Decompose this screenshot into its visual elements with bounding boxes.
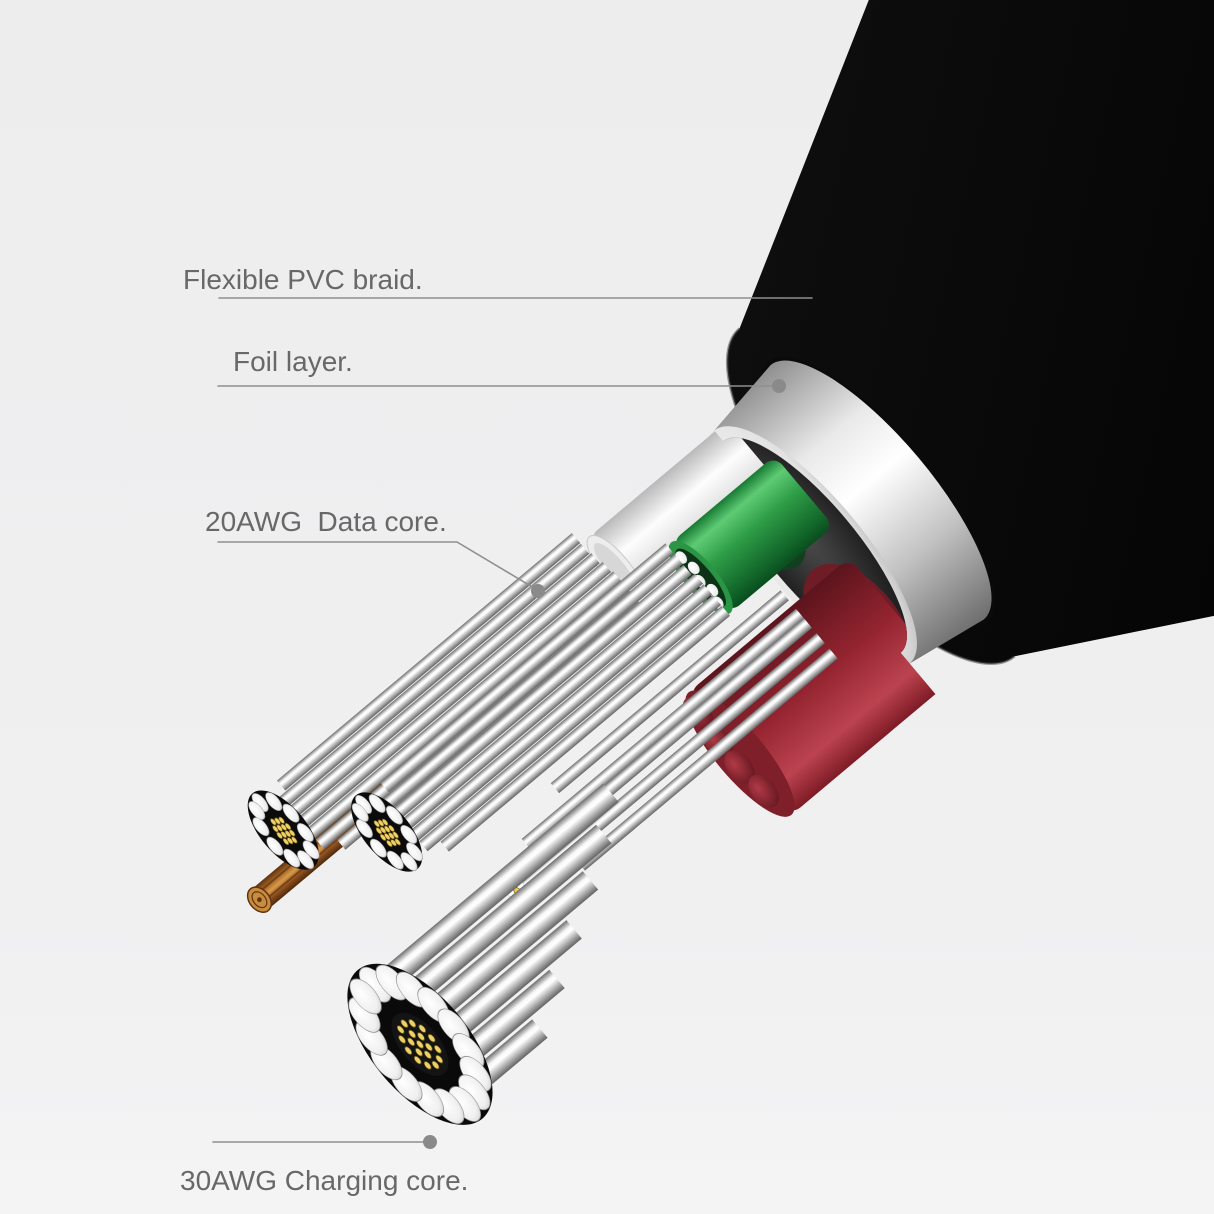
data-core-leader-dot xyxy=(531,584,545,598)
annotations: Flexible PVC braid. Foil layer. 20AWG Da… xyxy=(180,264,813,1196)
label-charging-core: 30AWG Charging core. xyxy=(180,1135,468,1196)
charging-core-label-text: 30AWG Charging core. xyxy=(180,1165,468,1196)
braid-label-text: Flexible PVC braid. xyxy=(183,264,423,295)
label-foil: Foil layer. xyxy=(217,346,786,393)
strand-group-b xyxy=(377,543,731,852)
label-braid: Flexible PVC braid. xyxy=(183,264,813,299)
data-core-leader-line xyxy=(217,541,535,589)
label-data-core: 20AWG Data core. xyxy=(205,506,545,598)
inner-wires xyxy=(234,425,947,1146)
foil-leader-dot xyxy=(772,379,786,393)
data-core-label-text: 20AWG Data core. xyxy=(205,506,447,537)
foil-label-text: Foil layer. xyxy=(233,346,353,377)
charging-core-leader-dot xyxy=(423,1135,437,1149)
charging-core xyxy=(317,783,619,1146)
